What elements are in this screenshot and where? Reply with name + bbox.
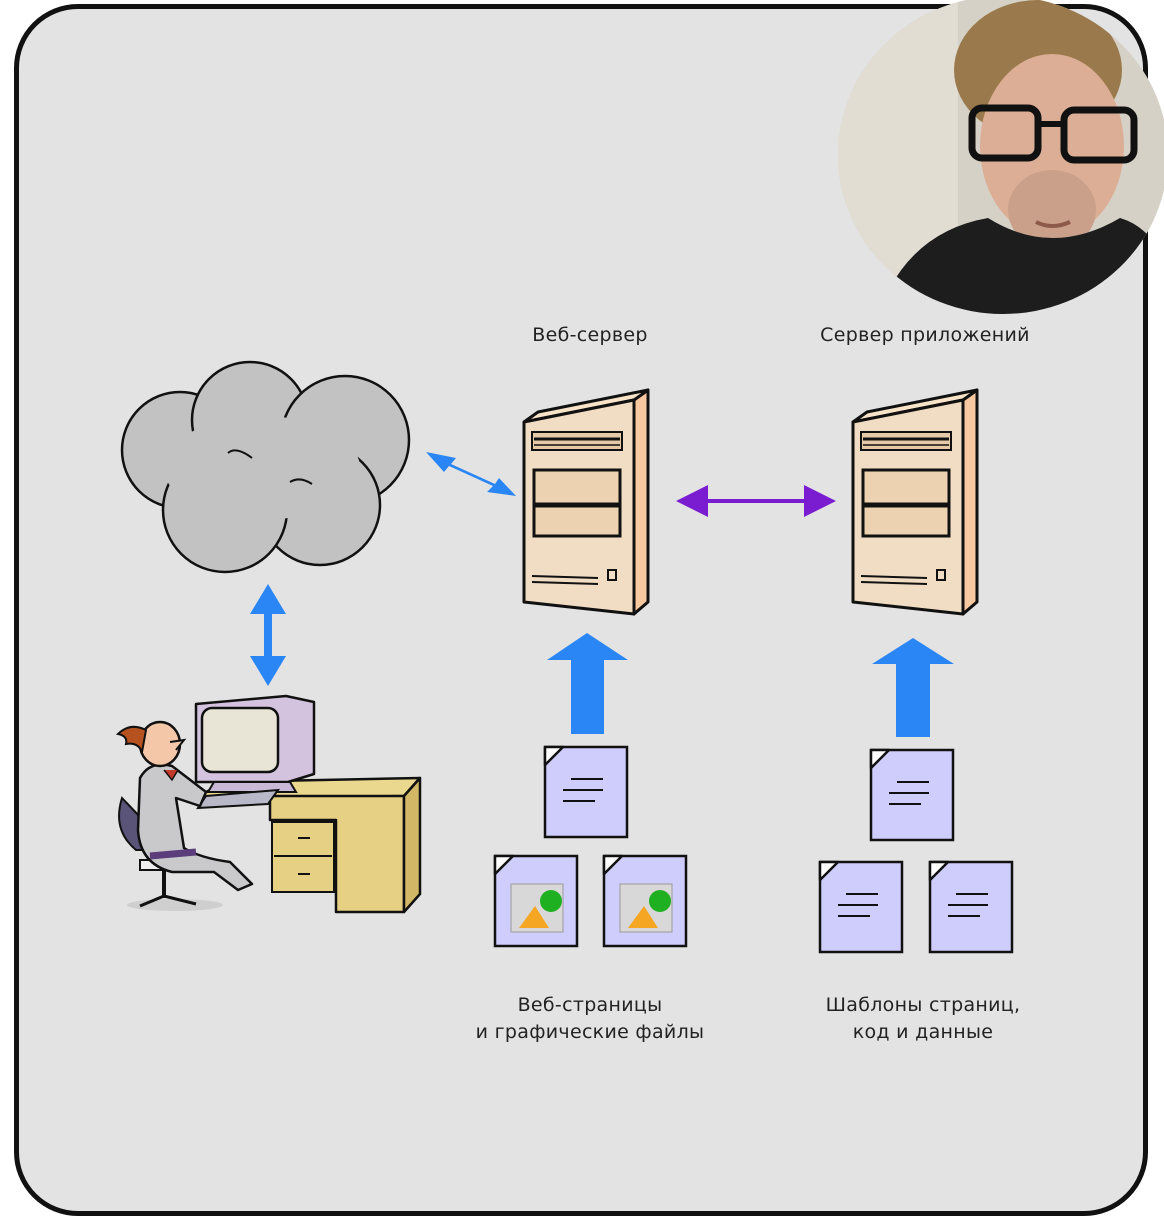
app-server-icon	[851, 388, 979, 616]
cloud-webserver-arrow	[426, 452, 516, 496]
image-file-icon	[602, 854, 688, 948]
presenter-webcam	[838, 0, 1164, 314]
web-server-icon	[522, 388, 650, 616]
image-file-icon	[493, 854, 579, 948]
web-page-document-icon	[543, 745, 629, 839]
presenter-avatar	[838, 0, 1164, 314]
code-document-icon	[818, 860, 904, 954]
app-upload-arrow	[872, 638, 954, 737]
template-document-icon	[869, 748, 955, 842]
web-upload-arrow	[547, 633, 628, 734]
user-at-computer-icon	[115, 694, 422, 914]
cloud-icon	[120, 360, 411, 574]
app-server-label: Сервер приложений	[820, 324, 1030, 346]
web-server-label: Веб-сервер	[532, 324, 648, 346]
web-files-caption: Веб-страницы и графические файлы	[475, 994, 705, 1043]
data-document-icon	[928, 860, 1014, 954]
app-files-caption: Шаблоны страниц, код и данные	[825, 994, 1021, 1043]
server-link-arrow	[676, 485, 836, 517]
cloud-user-arrow	[250, 584, 286, 686]
